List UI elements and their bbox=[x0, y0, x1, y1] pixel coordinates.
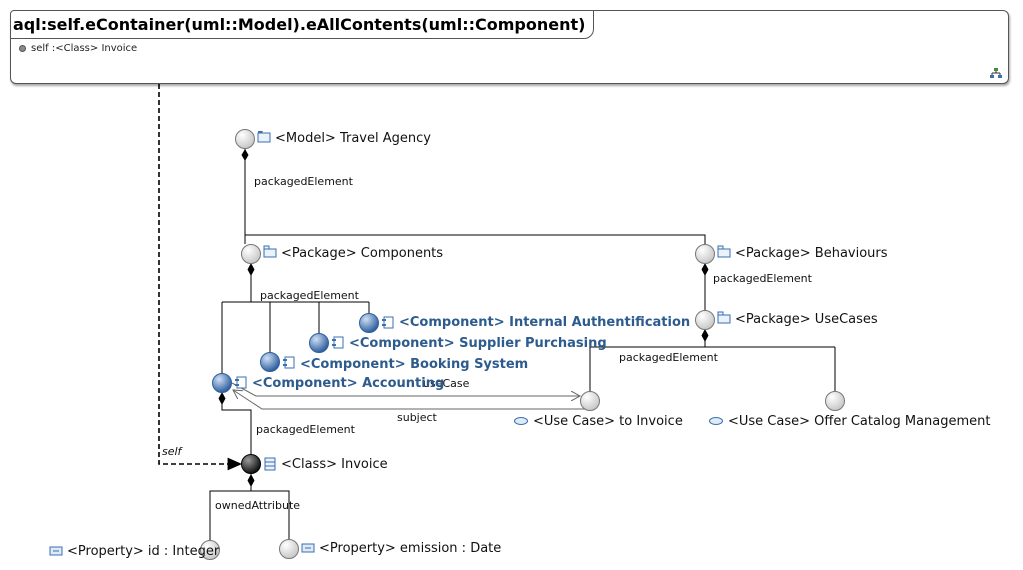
accounting-composition-diamond bbox=[218, 392, 226, 405]
component-internal-node[interactable] bbox=[359, 313, 379, 333]
model-packaged-edge bbox=[244, 148, 706, 244]
components-composition-diamond bbox=[247, 263, 255, 276]
component-accounting-node[interactable] bbox=[212, 373, 232, 393]
package-icon bbox=[717, 245, 731, 258]
package-usecases-node[interactable] bbox=[695, 310, 715, 330]
property-emission-label: <Property> emission : Date bbox=[319, 541, 501, 556]
usecase-invoice-node[interactable] bbox=[580, 391, 600, 411]
component-icon bbox=[332, 336, 344, 349]
query-expression[interactable]: aql:self.eContainer(uml::Model).eAllCont… bbox=[10, 10, 595, 39]
tree-layout-icon[interactable] bbox=[990, 68, 1002, 79]
subject-edge-label: subject bbox=[397, 411, 438, 424]
model-label: <Model> Travel Agency bbox=[275, 131, 431, 146]
class-icon bbox=[264, 457, 276, 471]
usecase-edge-label: useCase bbox=[423, 377, 470, 390]
model-node[interactable] bbox=[235, 129, 255, 149]
usecase-icon bbox=[514, 417, 528, 425]
query-header-frame: aql:self.eContainer(uml::Model).eAllCont… bbox=[10, 10, 1009, 84]
component-internal-label: <Component> Internal Authentification bbox=[399, 315, 690, 330]
variable-icon bbox=[19, 45, 26, 52]
property-emission-node[interactable] bbox=[279, 539, 299, 559]
usecase-offer-label: <Use Case> Offer Catalog Management bbox=[728, 414, 991, 429]
components-packaged-label: packagedElement bbox=[260, 289, 360, 302]
model-packaged-label: packagedElement bbox=[254, 175, 354, 188]
model-icon bbox=[257, 131, 271, 143]
component-booking-node[interactable] bbox=[260, 352, 280, 372]
component-supplier-label: <Component> Supplier Purchasing bbox=[349, 336, 607, 351]
component-icon bbox=[283, 356, 295, 369]
package-components-node[interactable] bbox=[241, 244, 261, 264]
accounting-packaged-label: packagedElement bbox=[256, 423, 356, 436]
package-behaviours-node[interactable] bbox=[695, 244, 715, 264]
components-packaged-edge bbox=[221, 263, 370, 373]
usecases-composition-diamond bbox=[701, 329, 709, 342]
owned-attribute-composition-diamond bbox=[247, 474, 255, 487]
usecase-invoice-label: <Use Case> to Invoice bbox=[533, 414, 683, 429]
usecase-offer-node[interactable] bbox=[825, 391, 845, 411]
usecase-icon bbox=[709, 417, 723, 425]
variable-label: self :<Class> Invoice bbox=[31, 43, 138, 54]
property-icon bbox=[301, 543, 315, 553]
component-supplier-node[interactable] bbox=[309, 333, 329, 353]
self-edge-label: self bbox=[162, 445, 184, 458]
class-invoice-node[interactable] bbox=[241, 454, 261, 474]
variable-row: self :<Class> Invoice bbox=[19, 43, 137, 54]
behaviours-composition-diamond bbox=[701, 263, 709, 276]
component-accounting-label: <Component> Accounting bbox=[252, 376, 444, 391]
behaviours-packaged-label: packagedElement bbox=[713, 272, 813, 285]
component-booking-label: <Component> Booking System bbox=[300, 357, 528, 372]
package-components-label: <Package> Components bbox=[281, 246, 443, 261]
component-icon bbox=[235, 376, 247, 389]
usecases-packaged-label: packagedElement bbox=[619, 351, 719, 364]
component-icon bbox=[382, 316, 394, 329]
package-icon bbox=[263, 245, 277, 258]
property-id-node[interactable] bbox=[200, 540, 220, 560]
model-composition-diamond bbox=[241, 149, 249, 161]
subject-edge bbox=[233, 390, 591, 411]
owned-attribute-label: ownedAttribute bbox=[215, 499, 300, 512]
package-behaviours-label: <Package> Behaviours bbox=[735, 246, 888, 261]
package-usecases-label: <Package> UseCases bbox=[735, 312, 878, 327]
self-edge bbox=[158, 84, 242, 471]
accounting-packaged-edge bbox=[221, 393, 252, 455]
class-invoice-label: <Class> Invoice bbox=[281, 457, 388, 472]
package-icon bbox=[717, 311, 731, 324]
property-id-label: <Property> id : Integer bbox=[67, 544, 220, 559]
property-icon bbox=[49, 546, 63, 556]
